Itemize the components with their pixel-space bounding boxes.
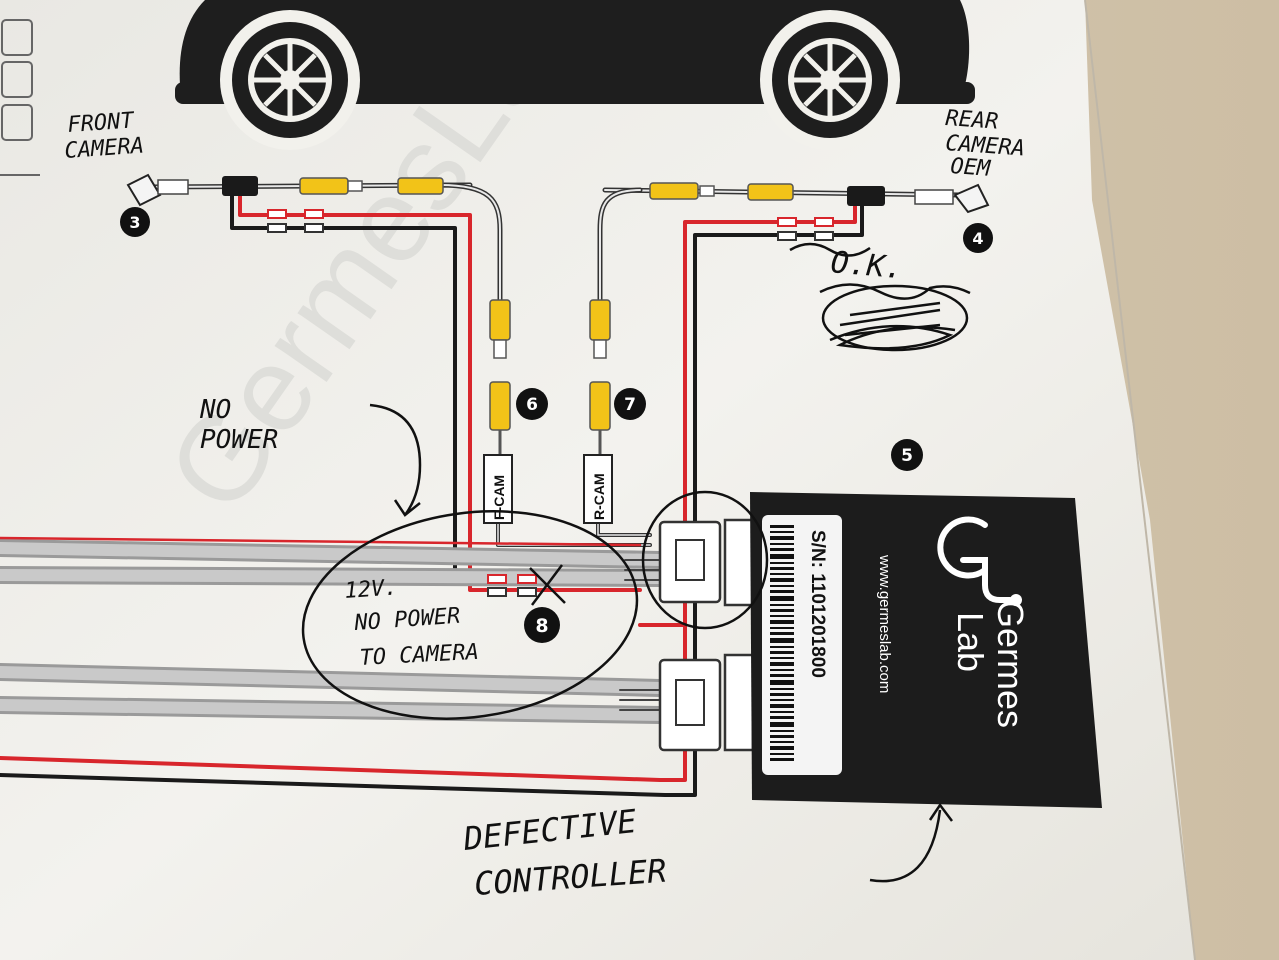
controller-connector-lower bbox=[658, 653, 755, 752]
left-edge-fragment bbox=[0, 19, 40, 176]
marker-3: 3 bbox=[120, 207, 150, 237]
note-ok: O.K. bbox=[829, 245, 904, 286]
r-cam-label-box: R-CAM bbox=[583, 454, 613, 524]
wiring bbox=[0, 182, 963, 797]
note-no-power-1: NO bbox=[199, 395, 231, 425]
controller-connector-upper bbox=[658, 518, 755, 607]
marker-7: 7 bbox=[614, 388, 646, 420]
germeslab-logo-icon bbox=[937, 516, 1022, 606]
note-rear-camera-1: REAR bbox=[945, 106, 1000, 135]
controller-box: S/N: 1101201800 www.germeslab.com Germes… bbox=[750, 492, 1102, 808]
rear-camera-icon bbox=[847, 183, 990, 214]
note-no-power-2: POWER bbox=[200, 425, 278, 455]
note-12v-1: 12V. bbox=[344, 575, 399, 604]
f-cam-label: F-CAM bbox=[491, 475, 507, 520]
note-front-camera-1: FRONT bbox=[67, 108, 137, 138]
rear-wheel-icon bbox=[760, 10, 900, 150]
note-12v-3: TO CAMERA bbox=[359, 640, 479, 671]
note-rear-camera-3: OEM bbox=[950, 154, 992, 182]
svg-text:3: 3 bbox=[129, 213, 140, 232]
brand-website: www.germeslab.com bbox=[876, 554, 893, 693]
marker-8: 8 bbox=[524, 607, 560, 643]
circle-connector bbox=[641, 490, 769, 630]
front-camera-icon bbox=[126, 173, 258, 207]
wire-connectors bbox=[267, 209, 834, 597]
x-mark bbox=[529, 564, 566, 606]
svg-text:6: 6 bbox=[526, 395, 538, 415]
note-front-camera-2: CAMERA bbox=[64, 134, 145, 164]
brand-name-line1: Germes bbox=[990, 600, 1031, 728]
marker-4: 4 bbox=[963, 223, 993, 253]
scribble-mark bbox=[789, 242, 971, 352]
svg-text:8: 8 bbox=[535, 615, 548, 637]
handwritten-annotations: FRONT CAMERA REAR CAMERA OEM O.K. NO POW… bbox=[64, 106, 1026, 903]
svg-text:4: 4 bbox=[972, 229, 983, 248]
arrow-defective bbox=[869, 802, 953, 883]
serial-number: S/N: 1101201800 bbox=[807, 530, 828, 678]
circle-no-power bbox=[301, 510, 639, 720]
r-cam-label: R-CAM bbox=[591, 473, 607, 520]
note-rear-camera-2: CAMERA bbox=[945, 131, 1026, 161]
barcode bbox=[770, 525, 794, 761]
svg-text:5: 5 bbox=[901, 446, 913, 466]
rca-plugs bbox=[299, 177, 794, 455]
marker-5: 5 bbox=[891, 439, 923, 471]
front-wheel-icon bbox=[220, 10, 360, 150]
brand-name-line2: Lab bbox=[950, 612, 991, 672]
car-silhouette bbox=[175, 0, 975, 150]
marker-6: 6 bbox=[516, 388, 548, 420]
arrow-no-power bbox=[369, 403, 422, 517]
svg-text:7: 7 bbox=[624, 395, 636, 415]
